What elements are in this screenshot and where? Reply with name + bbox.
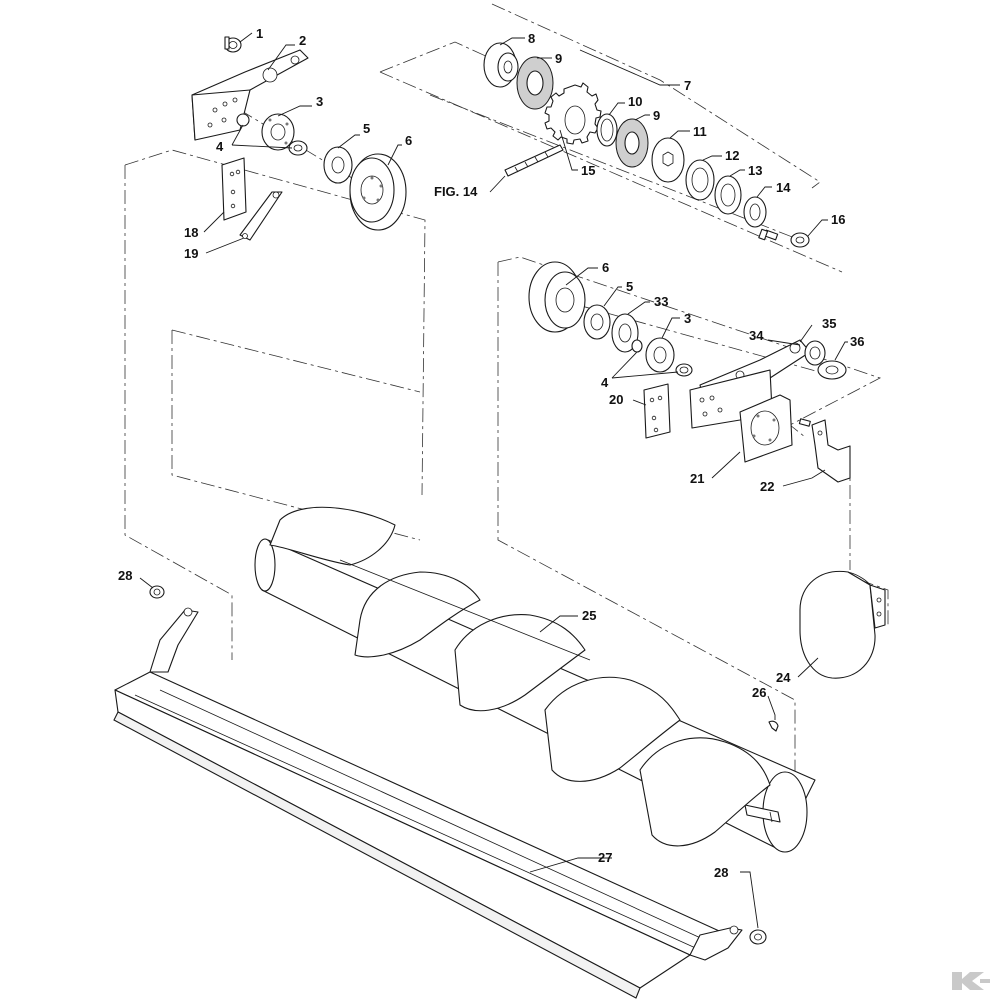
callout-24: 24: [776, 670, 791, 685]
part-1-bushing: [224, 36, 242, 53]
callout-4: 4: [216, 139, 224, 154]
part-8-hub: [483, 42, 519, 88]
callout-5-right: 5: [626, 279, 633, 294]
callout-22: 22: [760, 479, 774, 494]
callout-16: 16: [831, 212, 845, 227]
part-26-pin: [768, 720, 779, 732]
part-28-nut-left: [149, 585, 165, 599]
callout-28-right: 28: [714, 865, 728, 880]
callout-6-right: 6: [602, 260, 609, 275]
part-2-support-plate: [191, 49, 309, 141]
left-drive-group: [191, 36, 407, 241]
callout-4-right: 4: [601, 375, 609, 390]
callout-14: 14: [776, 180, 791, 195]
callout-3: 3: [316, 94, 323, 109]
part-20-plate: [643, 383, 671, 439]
part-19-link-arm: [239, 191, 283, 241]
part-16-nut: [790, 232, 810, 248]
callout-20: 20: [609, 392, 623, 407]
part-14-washer: [743, 196, 767, 228]
part-21-bearing-plate: [739, 394, 793, 463]
callout-12: 12: [725, 148, 739, 163]
drive-chain: [504, 144, 564, 177]
bolt: [758, 228, 779, 241]
callout-21: 21: [690, 471, 704, 486]
part-6-pulley: [349, 153, 407, 231]
callout-9: 9: [555, 51, 562, 66]
part-5-flange-right: [583, 304, 611, 340]
small-fasteners: [149, 585, 779, 945]
callout-33: 33: [654, 294, 668, 309]
callout-34: 34: [749, 328, 764, 343]
part-11-pressure-plate: [651, 137, 685, 183]
end-shield: [799, 570, 886, 679]
part-4-bearing: [236, 113, 308, 156]
callout-11: 11: [693, 124, 707, 139]
kramp-k-logo-icon: [952, 972, 990, 990]
callout-10: 10: [628, 94, 642, 109]
callout-3-right: 3: [684, 311, 691, 326]
part-28-nut-right: [749, 929, 767, 945]
part-33-shim: [611, 313, 639, 353]
callout-36: 36: [850, 334, 864, 349]
part-3-flange-right: [645, 337, 675, 373]
callout-2: 2: [299, 33, 306, 48]
part-4-bearing-right: [631, 339, 693, 377]
callout-5: 5: [363, 121, 370, 136]
sprocket-clutch-group: [483, 42, 810, 248]
callout-13: 13: [748, 163, 762, 178]
fig-14-reference: FIG. 14: [434, 184, 478, 199]
callout-35: 35: [822, 316, 836, 331]
part-15-sprocket: [544, 82, 602, 145]
trough-frame: [113, 607, 743, 999]
callout-28-left: 28: [118, 568, 132, 583]
part-13-spring-washer: [714, 175, 742, 215]
callout-25: 25: [582, 608, 596, 623]
part-6-pulley-right: [528, 261, 586, 333]
part-12-spring-washer: [685, 159, 715, 201]
part-22-bracket: [798, 418, 851, 483]
callout-26: 26: [752, 685, 766, 700]
part-36-flange: [817, 360, 847, 380]
part-35-washer: [804, 340, 826, 366]
callout-8: 8: [528, 31, 535, 46]
auger-assembly: [254, 506, 816, 853]
part-10-snap-ring: [596, 113, 618, 147]
callout-18: 18: [184, 225, 198, 240]
callout-19: 19: [184, 246, 198, 261]
callout-15: 15: [581, 163, 595, 178]
part-9-friction-disc-lower: [615, 118, 649, 168]
callout-7: 7: [684, 78, 691, 93]
callout-labels: 1 2 3 4 5 6 8 9 7 10 9 11 12 13 14 15 16…: [118, 26, 864, 880]
callout-9-lower: 9: [653, 108, 660, 123]
part-5-flange: [323, 146, 353, 184]
callout-1: 1: [256, 26, 263, 41]
callout-6: 6: [405, 133, 412, 148]
right-drive-group: [528, 261, 851, 483]
part-18-plate: [221, 157, 247, 221]
callout-27: 27: [598, 850, 612, 865]
part-9-friction-disc: [516, 56, 554, 110]
leader-lines: [139, 32, 848, 929]
part-3-flange: [261, 113, 295, 151]
